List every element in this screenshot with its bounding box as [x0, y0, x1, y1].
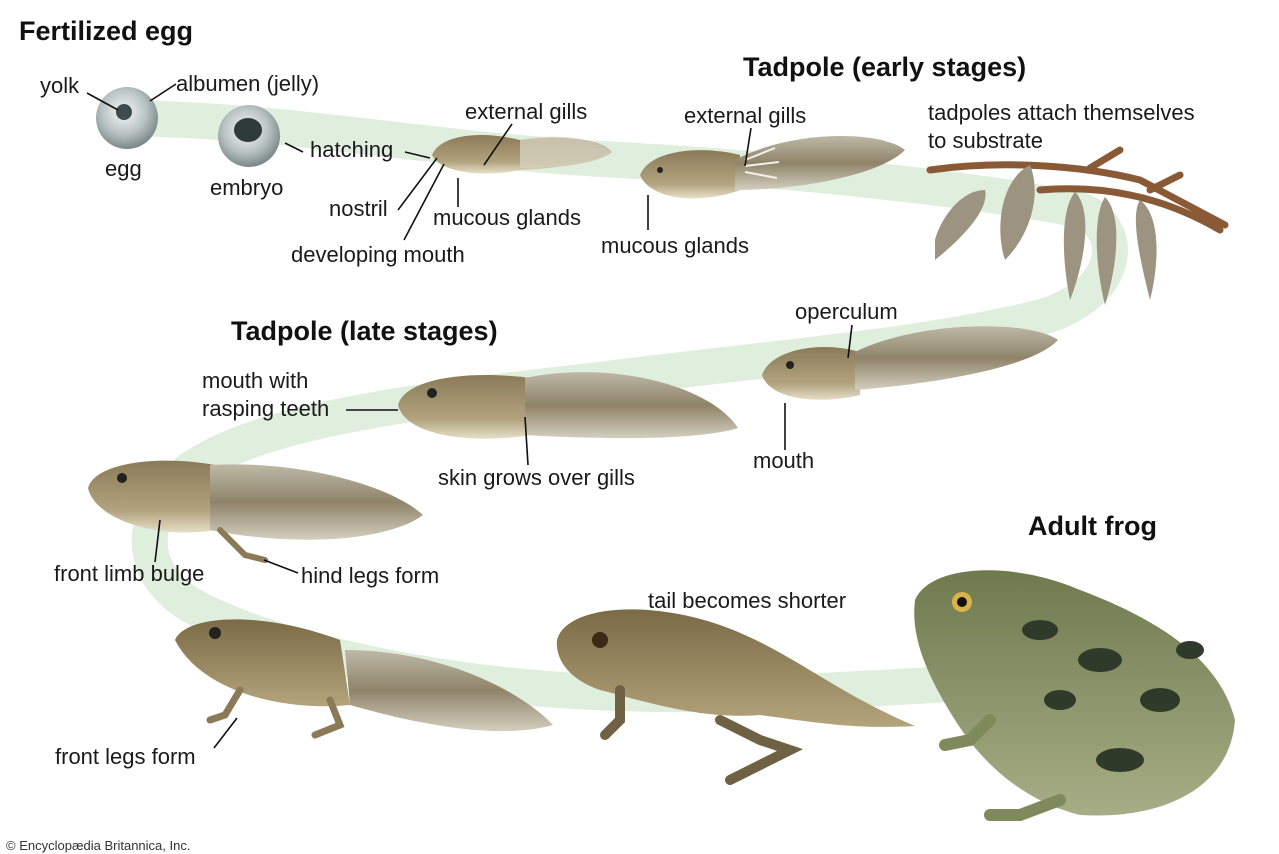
- label-mouth-with: mouth with: [202, 368, 309, 393]
- branch-with-tadpoles: [926, 146, 1229, 305]
- label-egg: egg: [105, 156, 142, 181]
- label-hind-legs: hind legs form: [301, 563, 440, 588]
- label-external-gills-early: external gills: [684, 103, 807, 128]
- adult-frog: [914, 570, 1235, 821]
- embryo-illustration: [218, 105, 280, 167]
- heading-tadpole-late: Tadpole (late stages): [231, 316, 498, 346]
- tadpole-rasping-teeth-stage: [398, 372, 738, 439]
- hatchling-tadpole: [432, 135, 612, 174]
- leader-lines: [86, 83, 853, 749]
- copyright-notice: © Encyclopædia Britannica, Inc.: [6, 838, 191, 853]
- tadpole-hind-legs-stage: [88, 460, 423, 563]
- label-rasping-teeth: rasping teeth: [202, 396, 330, 421]
- label-hatching: hatching: [310, 137, 394, 162]
- label-front-limb-bulge: front limb bulge: [54, 561, 205, 586]
- label-yolk: yolk: [40, 73, 80, 98]
- label-mouth: mouth: [753, 448, 815, 473]
- heading-tadpole-early: Tadpole (early stages): [743, 52, 1027, 82]
- tadpole-front-legs-stage: [175, 619, 553, 739]
- heading-fertilized-egg: Fertilized egg: [19, 16, 194, 46]
- label-developing-mouth: developing mouth: [291, 242, 465, 267]
- label-attach-line1: tadpoles attach themselves: [928, 100, 1195, 125]
- label-mucous-glands-hatchling: mucous glands: [433, 205, 581, 230]
- early-tadpole: [640, 136, 905, 199]
- label-external-gills-hatchling: external gills: [465, 99, 588, 124]
- label-mucous-glands-early: mucous glands: [601, 233, 749, 258]
- label-embryo: embryo: [210, 175, 284, 200]
- egg-illustration: [96, 87, 158, 149]
- heading-adult-frog: Adult frog: [1028, 511, 1157, 541]
- juvenile-frog: [556, 609, 915, 785]
- label-nostril: nostril: [329, 196, 388, 221]
- label-operculum: operculum: [795, 299, 898, 324]
- label-skin-grows: skin grows over gills: [438, 465, 635, 490]
- label-tail-shorter: tail becomes shorter: [648, 588, 847, 613]
- label-albumen: albumen (jelly): [176, 71, 320, 96]
- label-front-legs: front legs form: [55, 744, 196, 769]
- label-attach-line2: to substrate: [928, 128, 1043, 153]
- tadpole-operculum-stage: [762, 326, 1058, 400]
